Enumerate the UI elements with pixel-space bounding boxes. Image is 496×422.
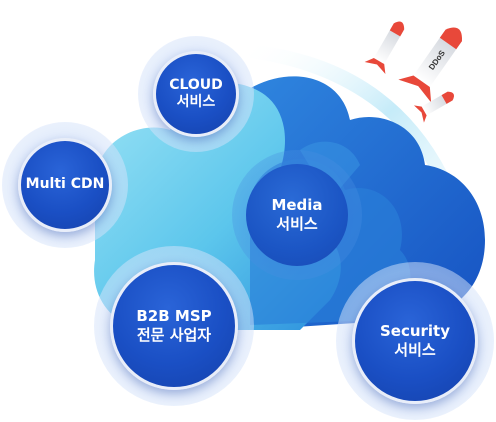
- shield-arc: [245, 44, 470, 234]
- multi-cdn-title: Multi CDN: [25, 176, 105, 193]
- cloud-service-title: CLOUD: [169, 76, 223, 93]
- missile: [413, 91, 454, 123]
- b2b-node: B2B MSP 전문 사업자: [110, 262, 238, 390]
- media-service-node: Media 서비스: [246, 164, 348, 266]
- security-service-subtitle: 서비스: [394, 341, 436, 359]
- missile: [364, 21, 405, 74]
- security-service-node: Security 서비스: [352, 278, 478, 404]
- cloud-service-subtitle: 서비스: [176, 94, 216, 110]
- b2b-subtitle: 전문 사업자: [136, 326, 212, 344]
- security-service-title: Security: [379, 322, 451, 341]
- missile: DDoS: [398, 27, 462, 103]
- media-service-subtitle: 서비스: [276, 215, 318, 233]
- cloud-service-node: CLOUD 서비스: [153, 51, 239, 137]
- media-service-title: Media: [271, 196, 323, 215]
- b2b-title: B2B MSP: [136, 307, 212, 326]
- multi-cdn-node: Multi CDN: [18, 138, 112, 232]
